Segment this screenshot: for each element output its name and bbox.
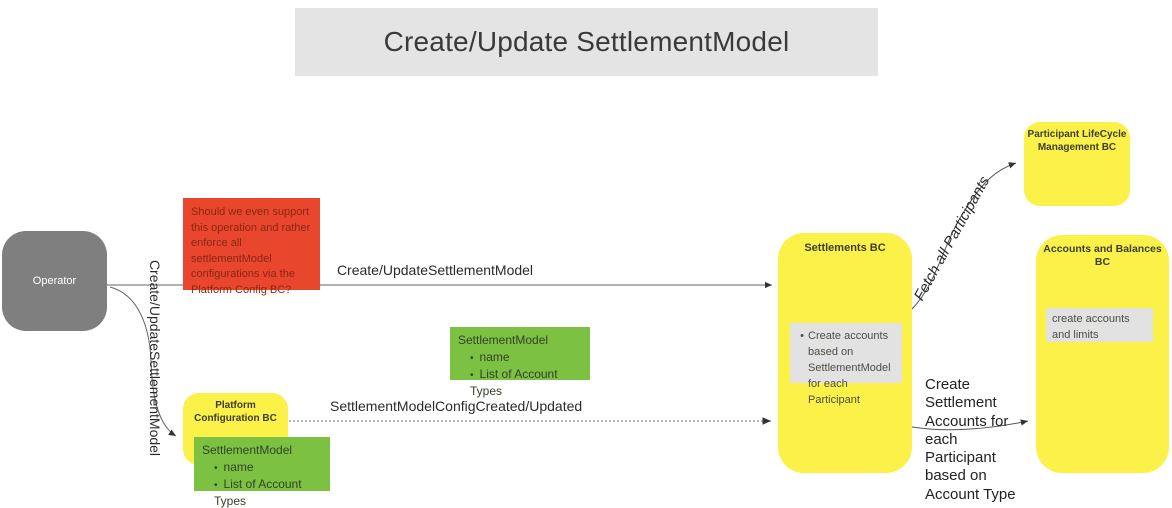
node-participant-lifecycle-management-bc: Participant LifeCycle Management BC [1024, 122, 1130, 206]
settlementmodel-left-item: name [214, 459, 322, 476]
accounts-balances-note-text: create accounts and limits [1052, 313, 1130, 341]
edge-label-create-settlement-accounts: Create Settlement Accounts for each Part… [925, 376, 1016, 503]
operator-label: Operator [32, 275, 77, 287]
node-operator: Operator [2, 231, 107, 331]
edge-label-create-update-vertical: Create/UpdateSettlementModel [147, 259, 163, 457]
arrow-operator-to-platform-config [109, 286, 177, 437]
settlementmodel-mid-item: name [470, 349, 582, 366]
node-settlementmodel-payload-left: SettlementModel name List of Account Typ… [194, 437, 330, 508]
edge-label-fetch-all-participants: Fetch all Participants [910, 173, 994, 304]
edge-label-settlementmodel-config-created: SettlementModelConfigCreated/Updated [330, 398, 583, 414]
settlements-note-text: Create accounts based on SettlementModel… [808, 330, 891, 406]
accounts-balances-bc-note: create accounts and limits [1046, 308, 1153, 342]
settlementmodel-mid-item: List of Account Types [470, 366, 582, 400]
settlements-bc-title: Settlements BC [804, 242, 886, 254]
platform-configuration-bc-title: Platform Configuration BC [194, 400, 277, 424]
diagram-title-banner: Create/Update SettlementModel [295, 8, 878, 76]
node-settlements-bc: Settlements BC • Create accounts based o… [778, 233, 912, 473]
participant-lifecycle-bc-title: Participant LifeCycle Management BC [1027, 129, 1127, 153]
settlementmodel-left-list: name List of Account Types [214, 459, 322, 508]
node-accounts-and-balances-bc: Accounts and Balances BC create accounts… [1036, 235, 1169, 473]
edge-label-create-update-horizontal: Create/UpdateSettlementModel [336, 262, 534, 278]
red-note-text: Should we even support this operation an… [191, 206, 311, 297]
note-question-red: Should we even support this operation an… [183, 198, 320, 296]
settlementmodel-left-title: SettlementModel [202, 443, 293, 457]
accounts-balances-bc-title: Accounts and Balances BC [1043, 243, 1162, 269]
node-settlementmodel-payload-mid: SettlementModel name List of Account Typ… [450, 327, 590, 398]
settlements-bc-note: • Create accounts based on SettlementMod… [790, 323, 902, 406]
settlements-note-bullet: • [800, 330, 804, 342]
settlementmodel-left-item: List of Account Types [214, 476, 322, 508]
settlementmodel-mid-title: SettlementModel [458, 333, 549, 347]
settlementmodel-mid-list: name List of Account Types [470, 349, 582, 400]
diagram-title: Create/Update SettlementModel [383, 26, 790, 57]
